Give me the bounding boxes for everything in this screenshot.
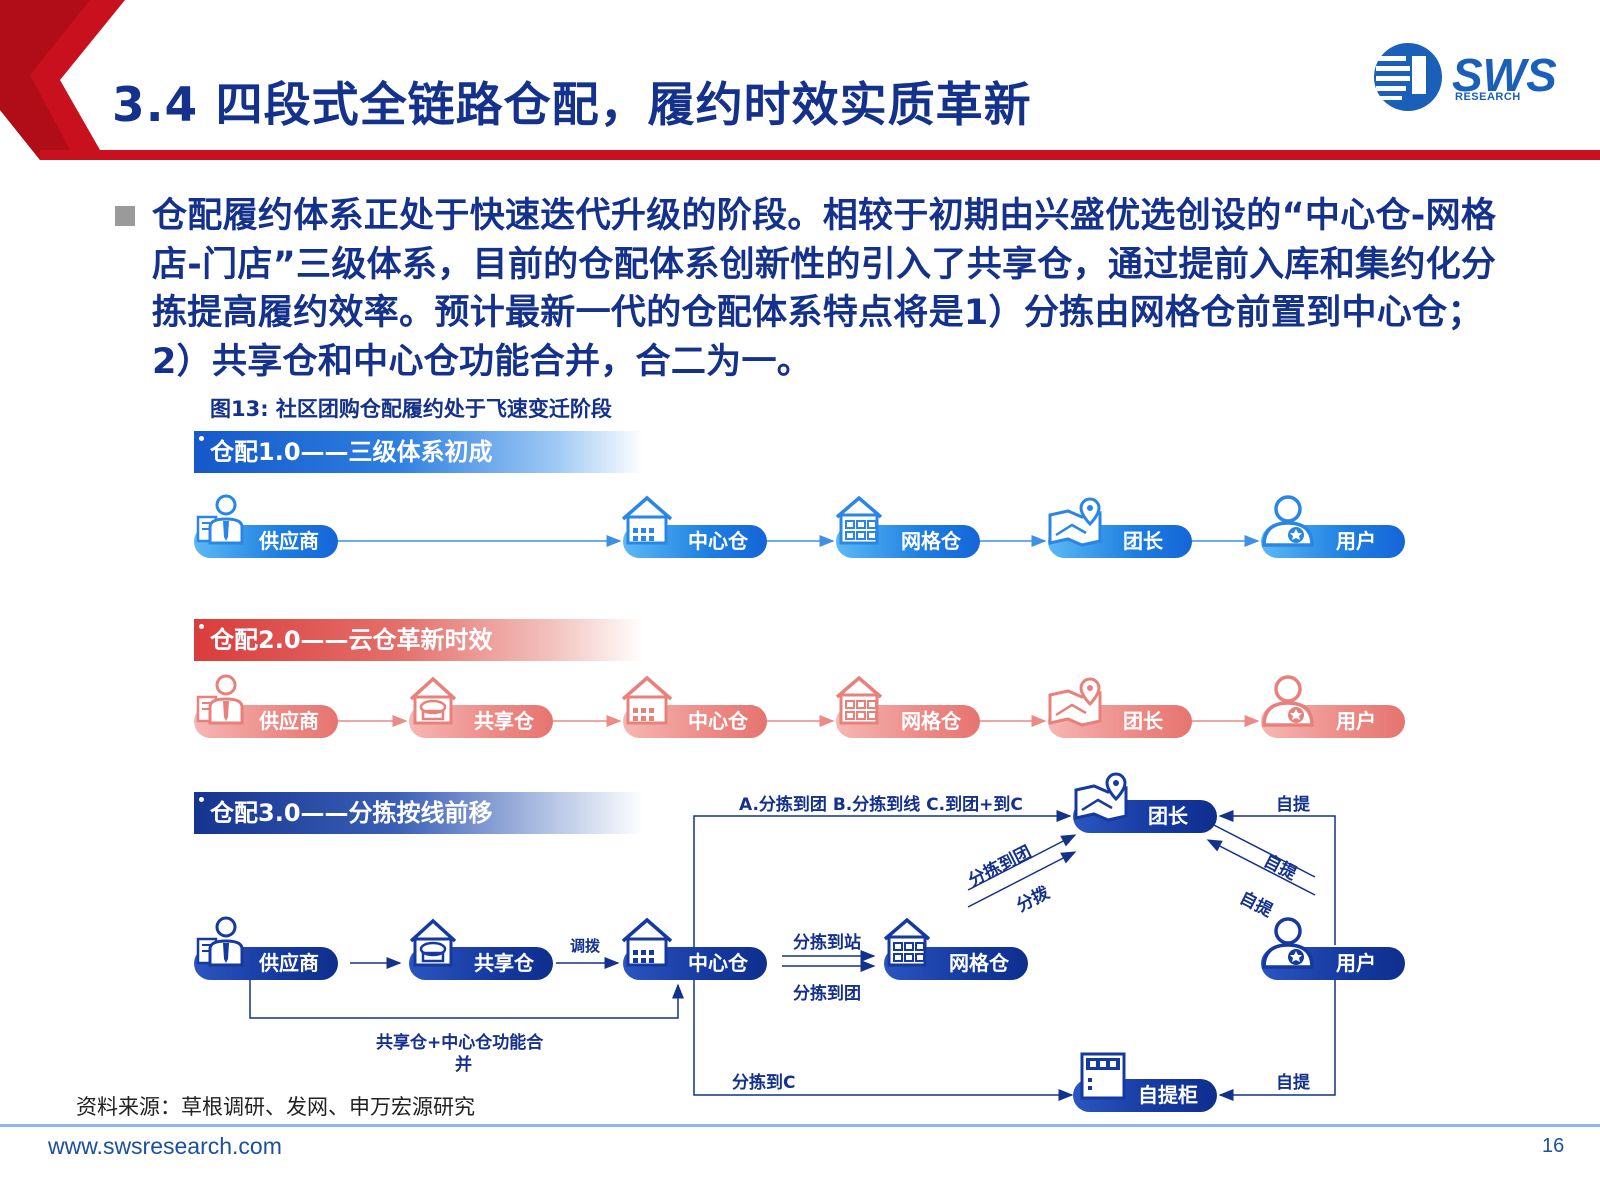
page-title: 3.4 四段式全链路仓配，履约时效实质革新 (112, 78, 1032, 133)
section-banner-v2: 仓配2.0——云仓革新时效 (194, 619, 644, 661)
node-label: 团长 (1123, 709, 1163, 733)
section-banner-v1: 仓配1.0——三级体系初成 (194, 431, 644, 473)
node-label: 中心仓 (688, 529, 748, 553)
node-label: 共享仓 (474, 709, 534, 733)
node-label: 共享仓 (474, 951, 534, 975)
label-to-station: 分拣到站 (793, 933, 861, 953)
node-label: 团长 (1123, 529, 1163, 553)
node-label: 中心仓 (688, 951, 748, 975)
figure-caption: 图13: 社区团购仓配履约处于飞速变迁阶段 (210, 397, 612, 421)
node-label: 自提柜 (1138, 1083, 1198, 1107)
node-label: 网格仓 (901, 529, 961, 553)
header-decoration (0, 0, 1600, 160)
node-label: 用户 (1336, 709, 1376, 733)
sws-logo-icon (1374, 43, 1442, 111)
bullet-square-icon (115, 206, 135, 226)
label-sort-to-c: 分拣到C (732, 1073, 796, 1093)
node-label: 用户 (1336, 951, 1376, 975)
label-top-route: A.分拣到团 B.分拣到线 C.到团+到C (739, 795, 1023, 815)
label-to-group: 分拣到团 (793, 984, 861, 1004)
node-label: 团长 (1148, 804, 1188, 828)
node-label: 网格仓 (901, 709, 961, 733)
source-note: 资料来源：草根调研、发网、申万宏源研究 (76, 1095, 475, 1119)
page-number: 16 (1542, 1135, 1565, 1157)
node-label: 供应商 (259, 951, 319, 975)
label-merge-note-1: 共享仓+中心仓功能合 (376, 1033, 544, 1053)
logo-subtext: RESEARCH (1455, 91, 1521, 103)
footer-url[interactable]: www.swsresearch.com (48, 1133, 282, 1159)
label-dispatch: 调拨 (570, 937, 601, 955)
footer-divider (0, 1124, 1600, 1127)
node-label: 中心仓 (688, 709, 748, 733)
logo-text: SWS (1452, 49, 1557, 101)
node-label: 网格仓 (949, 951, 1009, 975)
label-self-pick-bottom: 自提 (1276, 1073, 1310, 1093)
node-label: 用户 (1336, 529, 1376, 553)
label-self-pick-top: 自提 (1276, 795, 1310, 815)
body-paragraph: 仓配履约体系正处于快速迭代升级的阶段。相较于初期由兴盛优选创设的“中心仓-网格店… (152, 196, 1497, 382)
node-label: 供应商 (259, 709, 319, 733)
label-merge-note-2: 并 (455, 1055, 472, 1075)
node-label: 供应商 (259, 529, 319, 553)
section-banner-v3: 仓配3.0——分拣按线前移 (194, 792, 644, 834)
